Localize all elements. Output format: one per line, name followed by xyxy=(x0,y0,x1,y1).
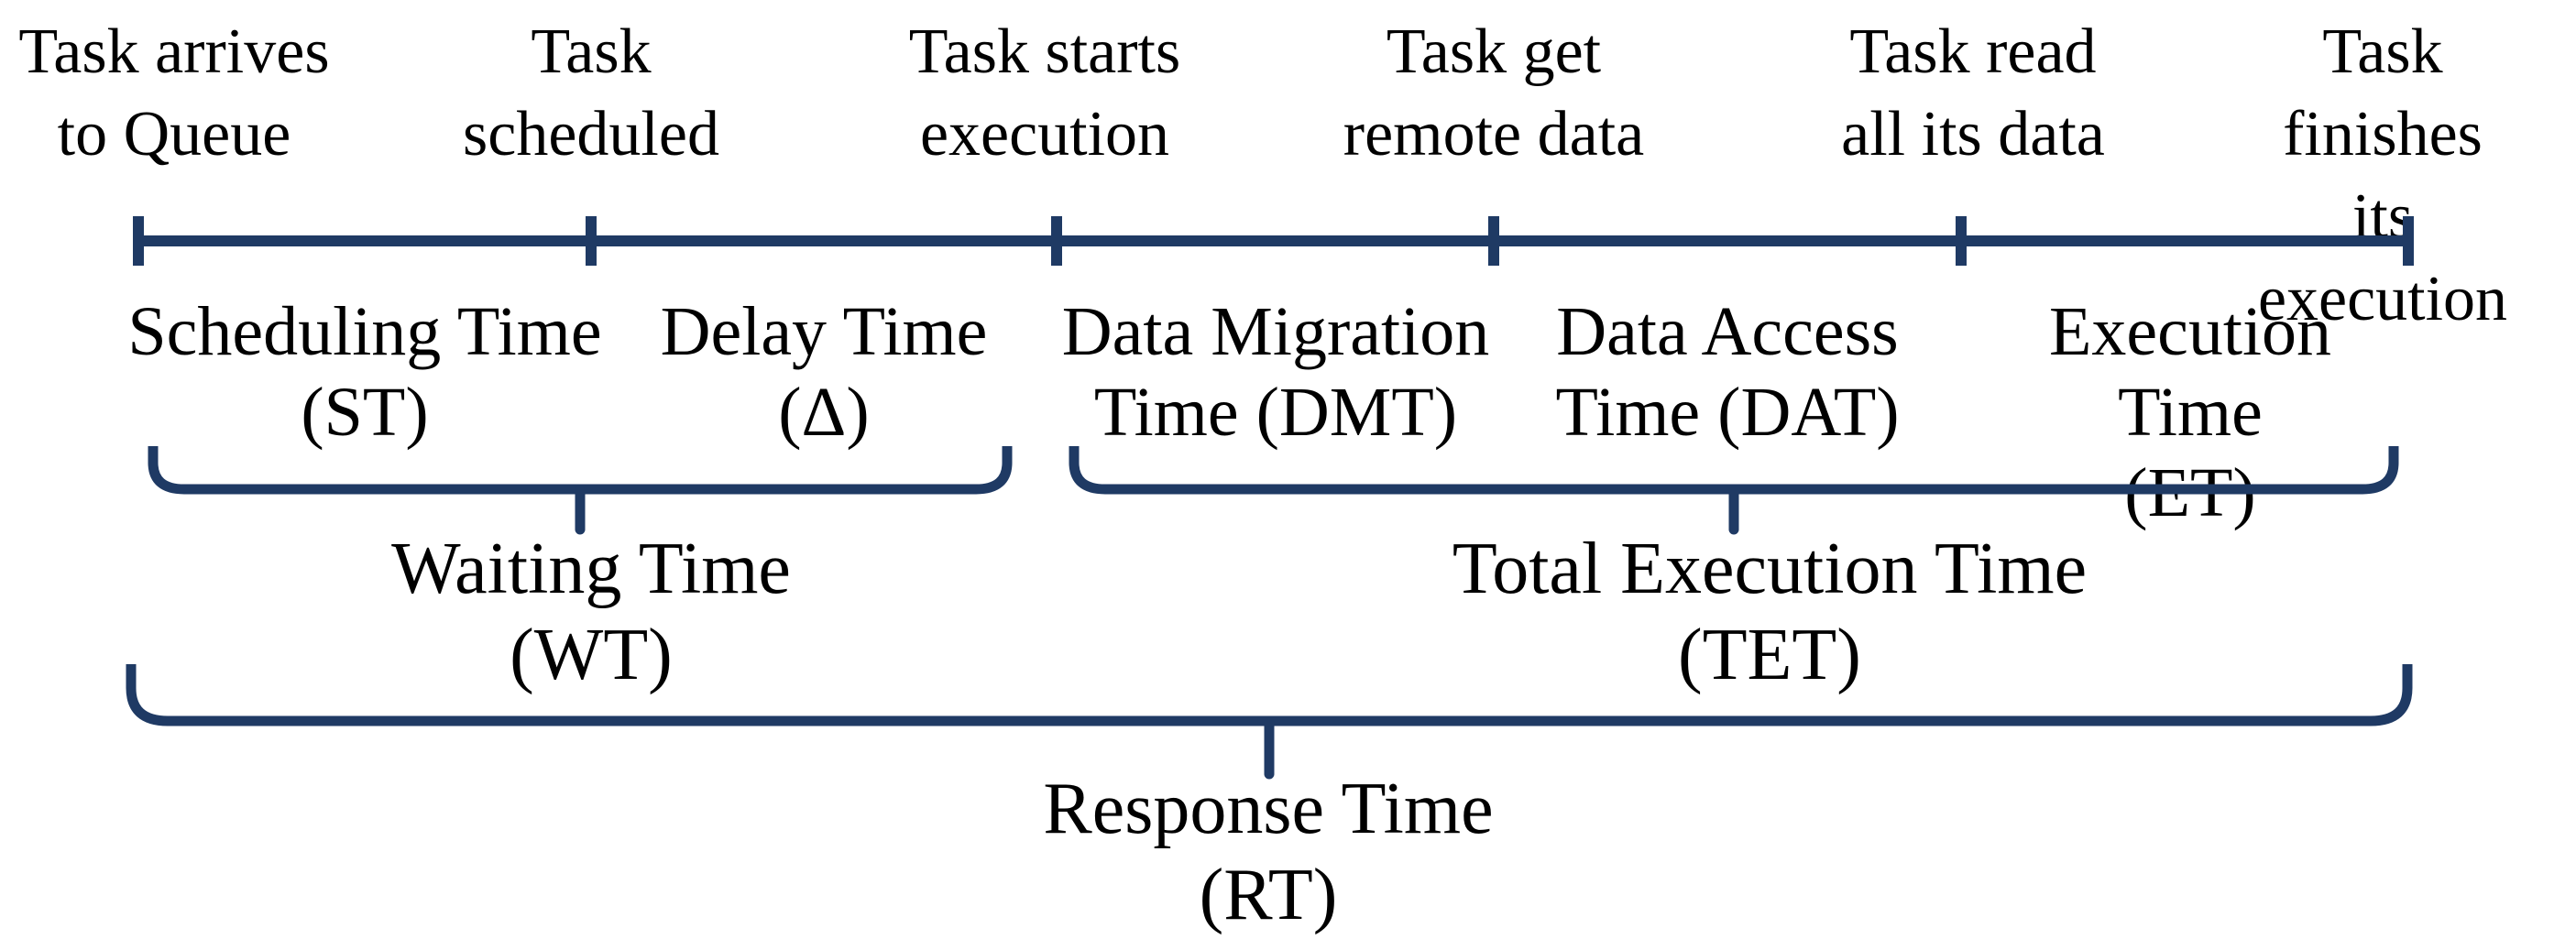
group-label-total-execution-time: Total Execution Time (TET) xyxy=(1452,529,2088,695)
event-label-task-arrives: Task arrives to Queue xyxy=(18,16,330,169)
timeline-tick-5 xyxy=(1956,216,1967,266)
timeline-tick-4 xyxy=(1488,216,1499,266)
timeline-tick-6 xyxy=(2403,216,2414,266)
timeline-tick-3 xyxy=(1051,216,1062,266)
group-label-waiting-time: Waiting Time (WT) xyxy=(391,529,791,695)
segment-label-data-access-time: Data Access Time (DAT) xyxy=(1555,293,1900,451)
timeline-tick-2 xyxy=(586,216,597,266)
event-label-task-read-data: Task read all its data xyxy=(1841,16,2105,169)
segment-label-execution-time: Execution Time (ET) xyxy=(2048,293,2332,531)
segment-label-delay-time: Delay Time (Δ) xyxy=(660,293,988,451)
total-execution-time-brace xyxy=(1069,446,2399,535)
event-label-task-get-data: Task get remote data xyxy=(1343,16,1645,169)
event-label-task-scheduled: Task scheduled xyxy=(463,16,719,169)
group-label-response-time: Response Time (RT) xyxy=(1043,769,1494,935)
segment-label-data-migration-time: Data Migration Time (DMT) xyxy=(1061,293,1490,451)
event-label-task-starts: Task starts execution xyxy=(908,16,1181,169)
event-label-task-finishes: Task finishes its execution xyxy=(2257,16,2508,334)
segment-label-scheduling-time: Scheduling Time (ST) xyxy=(127,293,602,451)
timeline-tick-1 xyxy=(133,216,144,266)
response-time-brace xyxy=(126,664,2413,780)
timeline-bar xyxy=(133,235,2414,246)
waiting-time-brace xyxy=(148,446,1013,535)
